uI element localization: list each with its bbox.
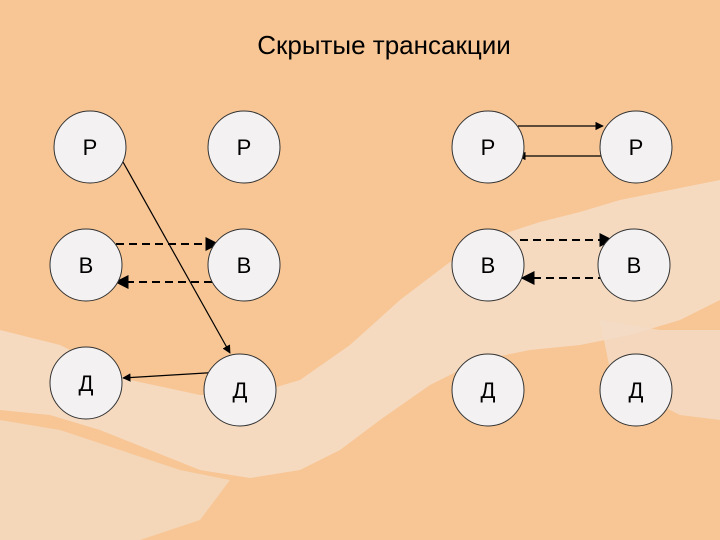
svg-text:Р: Р (629, 135, 644, 160)
title: Скрытые трансакции (0, 30, 720, 61)
svg-text:Р: Р (237, 135, 252, 160)
node-col2-D: Д (203, 353, 277, 427)
node-col2-V: В (207, 228, 281, 302)
svg-text:Д: Д (629, 378, 644, 403)
arrow-col2-D-to-col1-D (122, 371, 223, 382)
node-col1-D: Д (49, 346, 123, 420)
svg-text:В: В (481, 253, 496, 278)
svg-text:Р: Р (83, 135, 98, 160)
svg-text:В: В (237, 253, 252, 278)
svg-text:В: В (627, 253, 642, 278)
svg-text:Р: Р (481, 135, 496, 160)
node-col2-P: Р (207, 110, 281, 184)
node-col4-P: Р (599, 110, 673, 184)
svg-text:В: В (79, 253, 94, 278)
svg-text:Д: Д (233, 378, 248, 403)
svg-text:Д: Д (481, 378, 496, 403)
node-col3-D: Д (451, 353, 525, 427)
node-col1-P: Р (53, 110, 127, 184)
svg-text:Д: Д (79, 371, 94, 396)
node-col3-P: Р (451, 110, 525, 184)
nodes: Р В Д Р В Д (49, 110, 673, 427)
node-col3-V: В (451, 228, 525, 302)
node-col1-V: В (49, 228, 123, 302)
node-col4-V: В (597, 228, 671, 302)
connections (114, 121, 614, 382)
arrow-col1-P-to-col2-D (122, 161, 231, 354)
node-col4-D: Д (599, 353, 673, 427)
title-text: Скрытые трансакции (257, 30, 511, 60)
